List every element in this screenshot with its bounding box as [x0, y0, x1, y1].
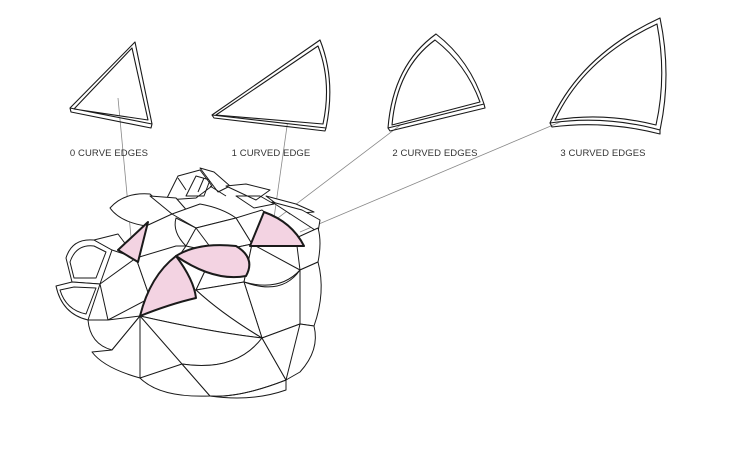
assembly-left-flank: [55, 233, 151, 379]
label-two-curved-edges: 2 CURVED EDGES: [392, 148, 478, 159]
highlight-two-curved-panel: [175, 244, 251, 279]
panel-zero-curved: [69, 41, 153, 129]
panel-three-curved: [549, 17, 667, 135]
panel-one-curved: [211, 39, 331, 132]
label-three-curved-edges: 3 CURVED EDGES: [560, 148, 646, 159]
panel-assembly: [55, 167, 322, 399]
assembly-top-cluster: [165, 167, 321, 233]
highlight-one-curved-panel: [249, 211, 305, 247]
highlighted-panels: [117, 211, 305, 317]
label-one-curved-edge: 1 CURVED EDGE: [231, 148, 311, 159]
assembly-lower-row: [139, 315, 316, 399]
highlight-three-curved-panel: [139, 255, 197, 317]
panel-two-curved: [387, 33, 486, 132]
highlight-flat-panel: [117, 221, 149, 263]
label-zero-curve-edges: 0 CURVE EDGES: [69, 148, 149, 159]
